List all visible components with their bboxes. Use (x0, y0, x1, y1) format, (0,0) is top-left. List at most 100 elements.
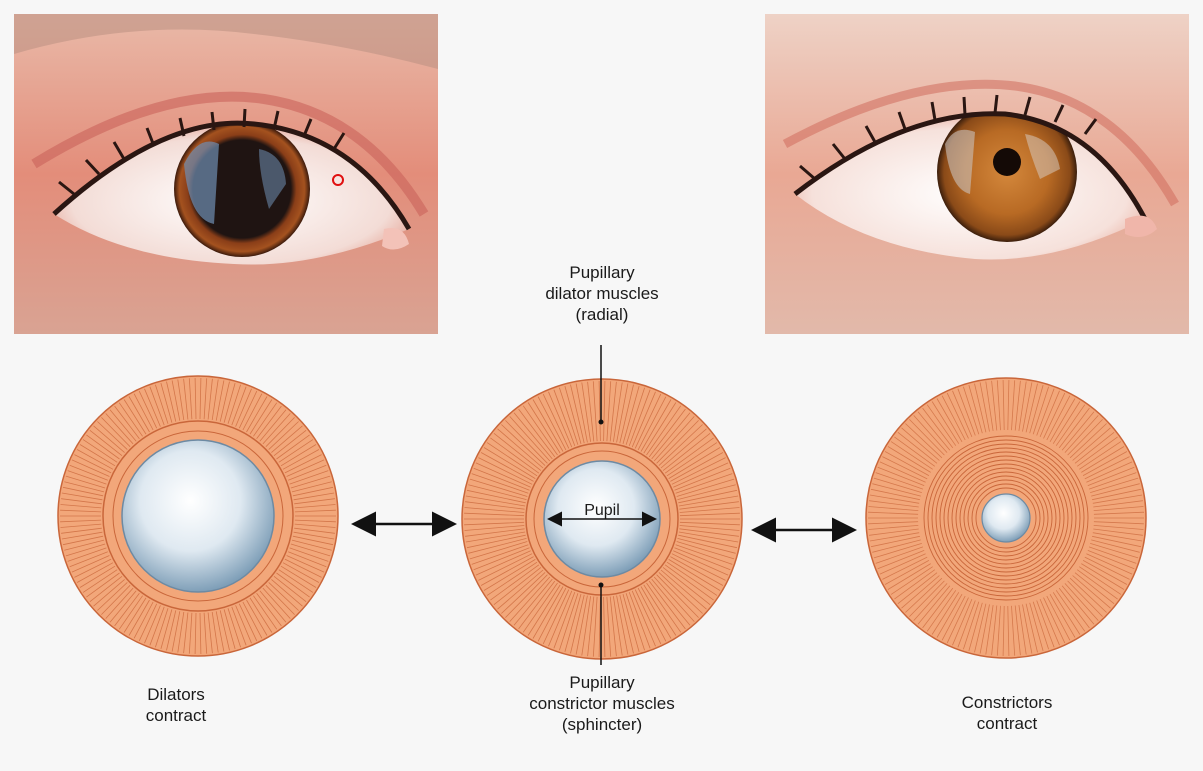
radial-fibre (1025, 603, 1038, 653)
radial-fibre (177, 611, 185, 653)
radial-fibre (870, 535, 920, 548)
radial-fibre (288, 464, 327, 481)
radial-fibre (1082, 451, 1128, 476)
radial-fibre (1087, 466, 1135, 486)
radial-fibre (1069, 423, 1107, 459)
radial-fibre (1090, 543, 1139, 559)
radial-fibre (1055, 404, 1086, 446)
radial-fibre (598, 596, 601, 658)
radial-fibre (631, 391, 656, 448)
radial-fibre (1079, 566, 1122, 595)
radial-fibre (941, 595, 966, 641)
radial-fibre (486, 442, 538, 477)
radial-fibre (656, 420, 699, 464)
radial-fibre (282, 449, 320, 470)
radial-fibre (109, 590, 137, 623)
radial-fibre (291, 481, 332, 493)
radial-fibre (1064, 415, 1099, 453)
radial-fibre (936, 594, 963, 638)
radial-fibre (513, 578, 553, 626)
radial-fibre (897, 431, 938, 464)
radial-fibre (501, 572, 546, 614)
radial-fibre (518, 580, 556, 630)
radial-fibre (592, 596, 598, 657)
radial-fibre (1022, 382, 1033, 432)
radial-fibre (643, 402, 677, 454)
radial-fibre (289, 470, 329, 485)
radial-fibre (931, 401, 960, 444)
radial-fibre (227, 384, 241, 424)
radial-fibre (219, 381, 230, 422)
radial-fibre (660, 569, 707, 610)
radial-fibre (581, 596, 591, 656)
radial-fibre (235, 388, 252, 427)
radial-fibre (1039, 390, 1060, 438)
radial-fibre (207, 378, 213, 420)
radial-fibre (872, 539, 921, 553)
radial-fibre (968, 602, 983, 652)
sphincter-ring (971, 483, 1041, 553)
radial-fibre (493, 432, 542, 471)
radial-fibre (1064, 583, 1099, 621)
radial-fibre (553, 389, 576, 447)
radial-fibre (564, 385, 582, 445)
radial-fibre (679, 528, 739, 537)
radial-fibre (670, 452, 724, 482)
radial-fibre (873, 543, 922, 559)
radial-fibre (658, 424, 703, 466)
radial-fibre (1036, 388, 1055, 436)
radial-fibre (603, 380, 606, 442)
radial-fibre (468, 484, 527, 500)
radial-fibre (109, 409, 137, 442)
radial-fibre (868, 506, 919, 511)
radial-fibre (256, 593, 282, 627)
radial-fibre (890, 566, 933, 595)
radial-fibre (619, 594, 634, 654)
radial-fibre (291, 539, 332, 551)
radial-fibre (922, 407, 954, 449)
radial-fibre (493, 567, 542, 606)
radial-fibre (869, 532, 920, 542)
radial-fibre (60, 504, 102, 509)
radial-fibre (637, 396, 667, 451)
radial-fibre (166, 381, 177, 422)
radial-fibre (194, 612, 197, 655)
radial-fibre (67, 547, 107, 562)
radial-fibre (262, 587, 291, 619)
radial-fibre (677, 484, 736, 500)
radial-fibre (79, 444, 116, 467)
radial-fibre (294, 509, 336, 513)
radial-fibre (537, 396, 567, 451)
radial-fibre (64, 481, 105, 493)
radial-fibre (1039, 598, 1060, 646)
radial-fibre (93, 425, 125, 453)
sphincter-ring (927, 439, 1085, 597)
radial-fibre (465, 495, 526, 507)
radial-fibre (673, 550, 729, 576)
radial-fibre (101, 585, 131, 615)
radial-fibre (61, 492, 103, 501)
dilated-eye-illustration (14, 14, 438, 334)
radial-fibre (89, 575, 123, 603)
constrictors-label-line-1: Constrictors (961, 693, 1053, 712)
radial-fibre (527, 402, 561, 454)
radial-fibre (1091, 483, 1140, 497)
constrictor-label-line-3: (sphincter) (561, 715, 643, 734)
radial-fibre (1046, 395, 1071, 441)
radial-fibre (622, 593, 640, 653)
constrictors-contract-label: Constrictors contract (942, 692, 1072, 734)
dilator-leader-dot (598, 419, 604, 425)
radial-fibre (917, 411, 951, 451)
radial-fibre (1002, 379, 1005, 431)
radial-fibre (1072, 575, 1111, 609)
radial-fibre (666, 442, 718, 477)
radial-fibre (231, 386, 247, 426)
dilators-contract-label: Dilators contract (126, 684, 226, 726)
radial-fibre (473, 467, 530, 491)
radial-fibre (537, 587, 567, 642)
radial-fibre (1036, 600, 1055, 648)
radial-fibre (1076, 436, 1118, 467)
radial-fibre (664, 437, 714, 474)
radial-fibre (631, 590, 656, 647)
